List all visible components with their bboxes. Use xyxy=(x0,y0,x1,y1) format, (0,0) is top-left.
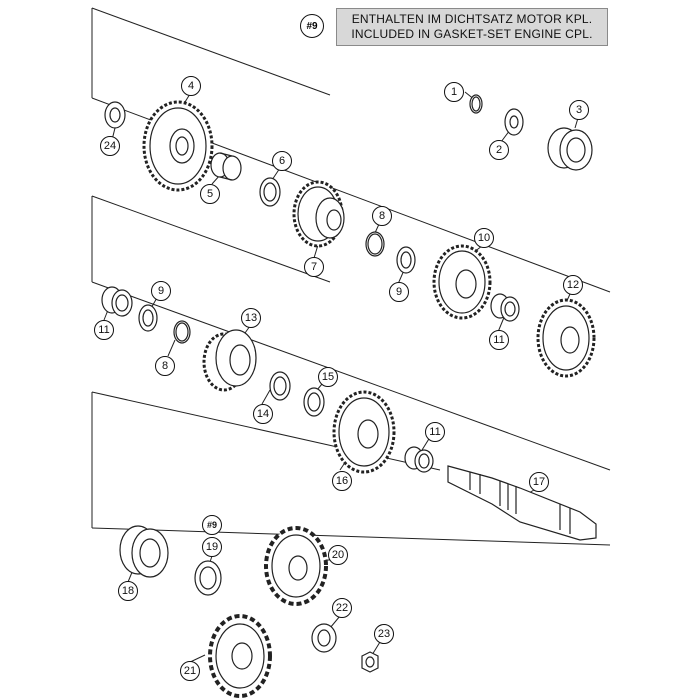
ball-bearing-part-18-icon xyxy=(119,525,169,578)
washer-part-2-icon xyxy=(504,108,524,136)
note-box: ENTHALTEN IM DICHTSATZ MOTOR KPL. INCLUD… xyxy=(336,8,608,46)
callout-1: 1 xyxy=(444,82,464,102)
callout-15: 15 xyxy=(318,367,338,387)
callout-18: 18 xyxy=(118,581,138,601)
gear-part-7-icon xyxy=(292,180,345,248)
callout-22: 22 xyxy=(332,598,352,618)
callout-2: 2 xyxy=(489,140,509,160)
callout-5: 5 xyxy=(200,184,220,204)
note-line-german: ENTHALTEN IM DICHTSATZ MOTOR KPL. xyxy=(351,12,593,26)
callout-19: 19 xyxy=(202,537,222,557)
callout-9b: 9 xyxy=(151,281,171,301)
callout-13: 13 xyxy=(241,308,261,328)
washer-part-15-icon xyxy=(303,387,325,417)
callout-21: 21 xyxy=(180,661,200,681)
gear-part-16-icon xyxy=(332,390,396,474)
callout-19-reference: #9 xyxy=(202,515,222,535)
callout-11c: 11 xyxy=(425,422,445,442)
note-line-english: INCLUDED IN GASKET-SET ENGINE CPL. xyxy=(351,27,593,41)
callout-10: 10 xyxy=(474,228,494,248)
note-reference-badge: #9 xyxy=(300,14,324,38)
callout-8a: 8 xyxy=(372,206,392,226)
washer-part-9-icon xyxy=(396,246,416,274)
seal-part-19-icon xyxy=(194,560,222,596)
gear-part-10-icon xyxy=(432,244,492,320)
callout-9a: 9 xyxy=(389,282,409,302)
callout-11b: 11 xyxy=(489,330,509,350)
callout-3: 3 xyxy=(569,100,589,120)
gear-part-12-icon xyxy=(536,298,596,378)
callout-7: 7 xyxy=(304,257,324,277)
callout-24: 24 xyxy=(100,136,120,156)
callout-4: 4 xyxy=(181,76,201,96)
nut-part-23-icon xyxy=(361,651,379,673)
bearing-part-11c-icon xyxy=(404,446,434,473)
washer-part-9b-icon xyxy=(138,304,158,332)
washer-part-6-icon xyxy=(259,177,281,207)
callout-20: 20 xyxy=(328,545,348,565)
assembly-frame-2 xyxy=(91,195,611,471)
callout-12: 12 xyxy=(563,275,583,295)
circlip-part-8b-icon xyxy=(173,320,191,344)
gear-part-4-icon xyxy=(142,100,214,192)
bearing-part-11a-icon xyxy=(101,286,133,317)
callout-16: 16 xyxy=(332,471,352,491)
callout-23: 23 xyxy=(374,624,394,644)
washer-part-22-icon xyxy=(311,623,337,653)
bearing-part-11b-icon xyxy=(490,293,520,322)
callout-8b: 8 xyxy=(155,356,175,376)
washer-part-14-icon xyxy=(269,371,291,401)
shaft-part-17-icon xyxy=(447,465,597,541)
callout-14: 14 xyxy=(253,404,273,424)
sprocket-part-20-icon xyxy=(264,526,328,606)
bearing-part-5-icon xyxy=(210,152,242,181)
callout-11a: 11 xyxy=(94,320,114,340)
circlip-part-1-icon xyxy=(469,94,483,114)
callout-6: 6 xyxy=(272,151,292,171)
ball-bearing-part-3-icon xyxy=(547,127,593,171)
gear-part-13-icon xyxy=(202,329,257,392)
washer-part-24-icon xyxy=(104,101,126,129)
sprocket-part-21-icon xyxy=(208,614,272,698)
callout-17: 17 xyxy=(529,472,549,492)
circlip-part-8-icon xyxy=(365,231,385,257)
